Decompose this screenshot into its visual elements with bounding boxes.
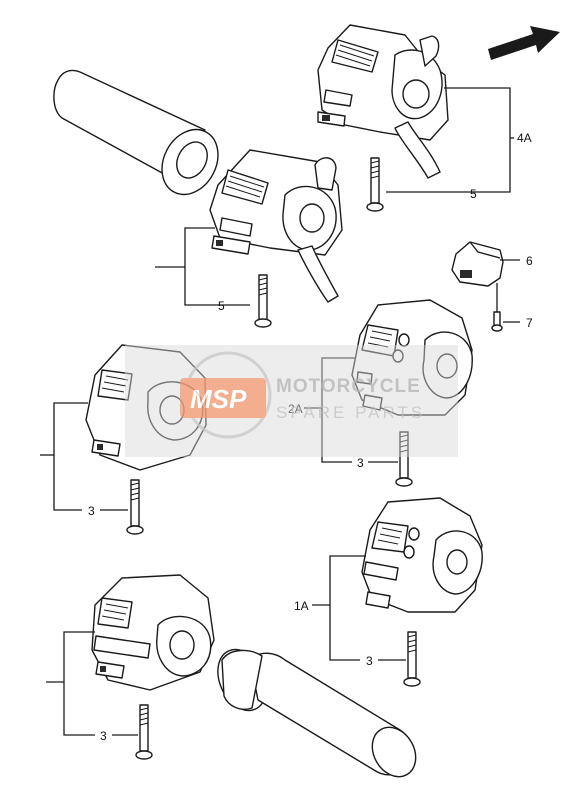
callout-4a: 4A [517, 131, 532, 145]
switch-housing-left-lower [91, 574, 215, 691]
right-handlebar-grip [217, 648, 417, 778]
callout-7: 7 [526, 316, 533, 330]
direction-arrow-icon [488, 26, 560, 60]
callout-2a: 2A [288, 402, 303, 416]
callout-6: 6 [526, 254, 533, 268]
watermark: MSP MOTORCYCLE SPARE PARTS [125, 345, 458, 457]
screw-5-mid [254, 274, 272, 328]
callout-3-right-lower: 3 [366, 654, 373, 668]
callout-3-right-upper: 3 [357, 456, 364, 470]
watermark-line1: MOTORCYCLE [276, 376, 421, 397]
screw-3-right-upper [395, 431, 413, 487]
switch-housing-1a [361, 497, 483, 613]
switch-housing-left-upper [209, 149, 343, 303]
switch-housing-2a [351, 299, 473, 416]
screw-5-top [366, 157, 384, 212]
screw-7 [491, 311, 503, 332]
part-6-switch-cover [451, 241, 504, 287]
callout-5-top: 5 [470, 187, 477, 201]
watermark-logo-badge [180, 378, 266, 418]
callout-3-left-lower: 3 [100, 729, 107, 743]
callout-1a: 1A [294, 599, 309, 613]
screw-3-right-lower [403, 631, 421, 687]
screw-3-left-upper [126, 479, 144, 535]
watermark-logo: MSP [190, 384, 247, 414]
callout-5-mid: 5 [218, 299, 225, 313]
watermark-line2: SPARE PARTS [276, 403, 425, 422]
screw-3-left-lower [135, 704, 153, 760]
callout-3-left-upper: 3 [88, 504, 95, 518]
switch-housing-4a [317, 24, 449, 179]
left-handlebar-grip [53, 69, 219, 196]
